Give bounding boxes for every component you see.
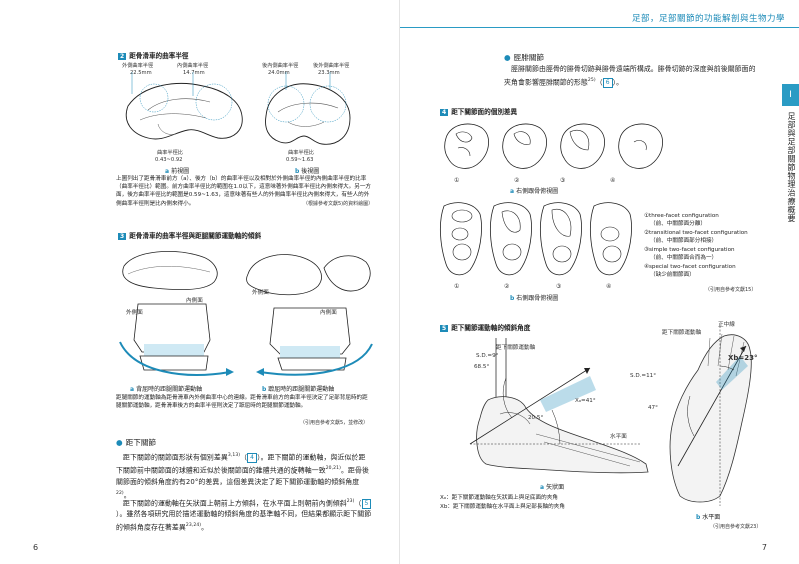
chapter-title: 足部與足部關節物理治療概要	[787, 112, 796, 223]
fig2a-lateral-value: 22.5mm	[130, 70, 152, 76]
fig4a-num-2: ②	[514, 177, 520, 184]
fig5-number: 5	[440, 325, 449, 332]
fig4-reference-link[interactable]: 4	[247, 453, 258, 464]
header-rule	[400, 27, 799, 28]
fig3a-lateral-label: 外側面	[126, 310, 143, 316]
fig5b-xb: Xb=23°	[728, 354, 758, 362]
fig4-number: 4	[440, 109, 449, 116]
fig3-number: 3	[118, 233, 127, 240]
fig3a-medial-label: 內側面	[186, 298, 203, 304]
section-tibiofibular-body: 脛腓關節由脛骨的腓骨切跡與腓骨遠端所構成。腓骨切跡的深度與前後關節面的夾角會影響…	[504, 65, 756, 89]
fig5b-sd: S.D.=11°	[630, 373, 657, 379]
fig2a-ratio-value: 0.43~0.92	[155, 157, 183, 163]
fig5b-midline-label: 正中線	[718, 322, 735, 328]
right-page-number: 7	[761, 543, 767, 552]
fig4-reference: （引用自參考文獻15）	[705, 287, 757, 293]
foot-sagittal-illustration	[469, 338, 649, 474]
fig4a-num-1: ①	[454, 177, 460, 184]
fig4b-num-2: ②	[504, 283, 510, 290]
fig4a-num-3: ③	[560, 177, 566, 184]
fig2b-ratio-label: 曲率半徑比	[288, 150, 314, 156]
fig5a-horizontal-label: 水平面	[610, 434, 627, 440]
fig3b-lateral-label: 外側面	[252, 290, 269, 296]
fig4a-num-4: ④	[610, 177, 616, 184]
fig5a-angle-large: 68.5°	[474, 364, 490, 370]
fig2a-medial-value: 14.7mm	[183, 70, 205, 76]
fig5a-xa: Xₐ=41°	[575, 398, 596, 404]
fig2b-lateral-label: 後外側曲率半徑	[313, 63, 350, 69]
fig2b-lateral-value: 23.3mm	[318, 70, 340, 76]
fig2b-ratio-value: 0.59~1.63	[286, 157, 314, 163]
calcaneus-superior-row-b	[440, 202, 632, 276]
right-page: 足部，足部關節的功能解剖與生物力學 I 足部與足部關節物理治療概要 ●脛腓關節 …	[400, 0, 799, 564]
talus-posterior-illustration	[265, 72, 351, 145]
ankle-axis-illustration	[119, 251, 373, 376]
fig2-number: 2	[118, 53, 127, 60]
foot-horizontal-illustration	[669, 326, 752, 506]
fig4b-num-3: ③	[556, 283, 562, 290]
fig2a-medial-label: 內側曲率半徑	[177, 63, 209, 69]
fig6-reference-link[interactable]: 6	[602, 78, 613, 89]
fig5b-axis-label: 距下關節運動軸	[662, 330, 702, 336]
fig5-note-2: Xb：距下關節運動軸在水平面上與足部長軸的夾角	[440, 504, 565, 510]
fig2b-posterior-value: 24.0mm	[268, 70, 290, 76]
running-head: 足部，足部關節的功能解剖與生物力學	[631, 14, 785, 24]
fig5a-angle-small: 20.5°	[528, 415, 544, 421]
talus-anterior-illustration	[125, 72, 243, 140]
fig3b-medial-label: 內側面	[320, 310, 337, 316]
fig5-reference: （引用自參考文獻23）	[710, 524, 762, 530]
section-subtalar-body-1: 距下關節的關節面形狀有個別差異3,13)（4）。距下關節的運動軸，與近似於距下關…	[116, 453, 369, 499]
fig5-reference-link[interactable]: 5	[361, 499, 372, 510]
fig3-description: 距腿關節的運動軸為距骨滑車內外側曲率中心的連線。距骨滑車前方的曲率半徑決定了足部…	[116, 395, 368, 410]
section-subtalar-title: ●距下關節	[116, 438, 157, 447]
fig2-reference: （根據參考文獻5)的資料繪圖）	[303, 201, 374, 207]
fig4b-num-4: ④	[606, 283, 612, 290]
fig3-reference: （引用自參考文獻5，並修改）	[300, 420, 369, 426]
fig5b-angle: 47°	[648, 405, 658, 411]
fig4b-num-1: ①	[454, 283, 460, 290]
fig2a-ratio-label: 曲率半徑比	[157, 150, 183, 156]
gutter	[399, 0, 400, 564]
calcaneus-superior-row-a	[444, 123, 663, 169]
left-page-number: 6	[33, 543, 39, 552]
section-tibiofibular-title: ●脛腓關節	[504, 53, 545, 62]
fig5-note-1: Xₐ：距下關節運動軸在矢狀面上與足底面的夾角	[440, 495, 558, 501]
chapter-tab: I	[782, 84, 799, 106]
fig2a-lateral-label: 外側曲率半徑	[122, 63, 154, 69]
fig5a-axis-label: 距下關節運動軸	[496, 345, 536, 351]
fig2-description: 上圖列出了距骨滑車前方（a）、後方（b）的曲率半徑以及相對於外側曲率半徑的內側曲…	[116, 176, 372, 207]
fig5a-sd: S.D.=9°	[476, 353, 499, 359]
section-subtalar-body-2: 距下關節的運動軸在矢狀面上朝前上方傾斜，在水平面上則朝前內側傾斜23)（5）。雖…	[116, 499, 372, 532]
fig2b-posterior-label: 後內側曲率半徑	[262, 63, 299, 69]
